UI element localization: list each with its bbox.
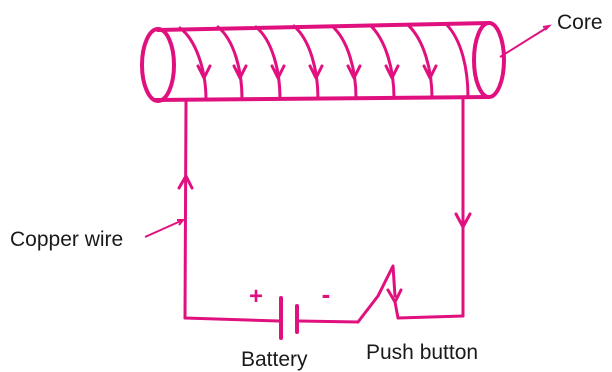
copper-wire-pointer-head	[177, 219, 186, 226]
current-arrows	[177, 174, 472, 229]
push-button-label: Push button	[366, 341, 478, 364]
core-right-end	[472, 21, 506, 99]
battery-negative-sign: -	[322, 279, 331, 309]
up-arrow-icon	[177, 174, 194, 190]
left-wire	[183, 99, 188, 320]
battery-symbol	[279, 296, 299, 340]
core-pointer-head	[542, 24, 552, 31]
core-label: Core	[557, 11, 603, 34]
bottom-wire-left	[183, 316, 281, 323]
battery-label: Battery	[241, 348, 308, 371]
bottom-wire-middle	[297, 319, 360, 324]
circuit-wire	[183, 96, 465, 324]
battery-positive-sign: +	[249, 283, 263, 310]
core-left-end	[140, 27, 176, 103]
copper-wire-label: Copper wire	[10, 228, 123, 251]
coil-windings	[178, 22, 470, 102]
switch-lever	[356, 264, 397, 324]
switch-contact	[393, 300, 400, 320]
coil-direction-arrows	[196, 64, 438, 80]
push-button-switch	[356, 264, 403, 324]
core-pointer	[499, 26, 549, 58]
bottom-wire-right	[396, 314, 465, 320]
core-cylinder	[140, 21, 506, 103]
down-arrow-icon	[454, 212, 472, 229]
copper-wire-pointer	[144, 219, 184, 238]
